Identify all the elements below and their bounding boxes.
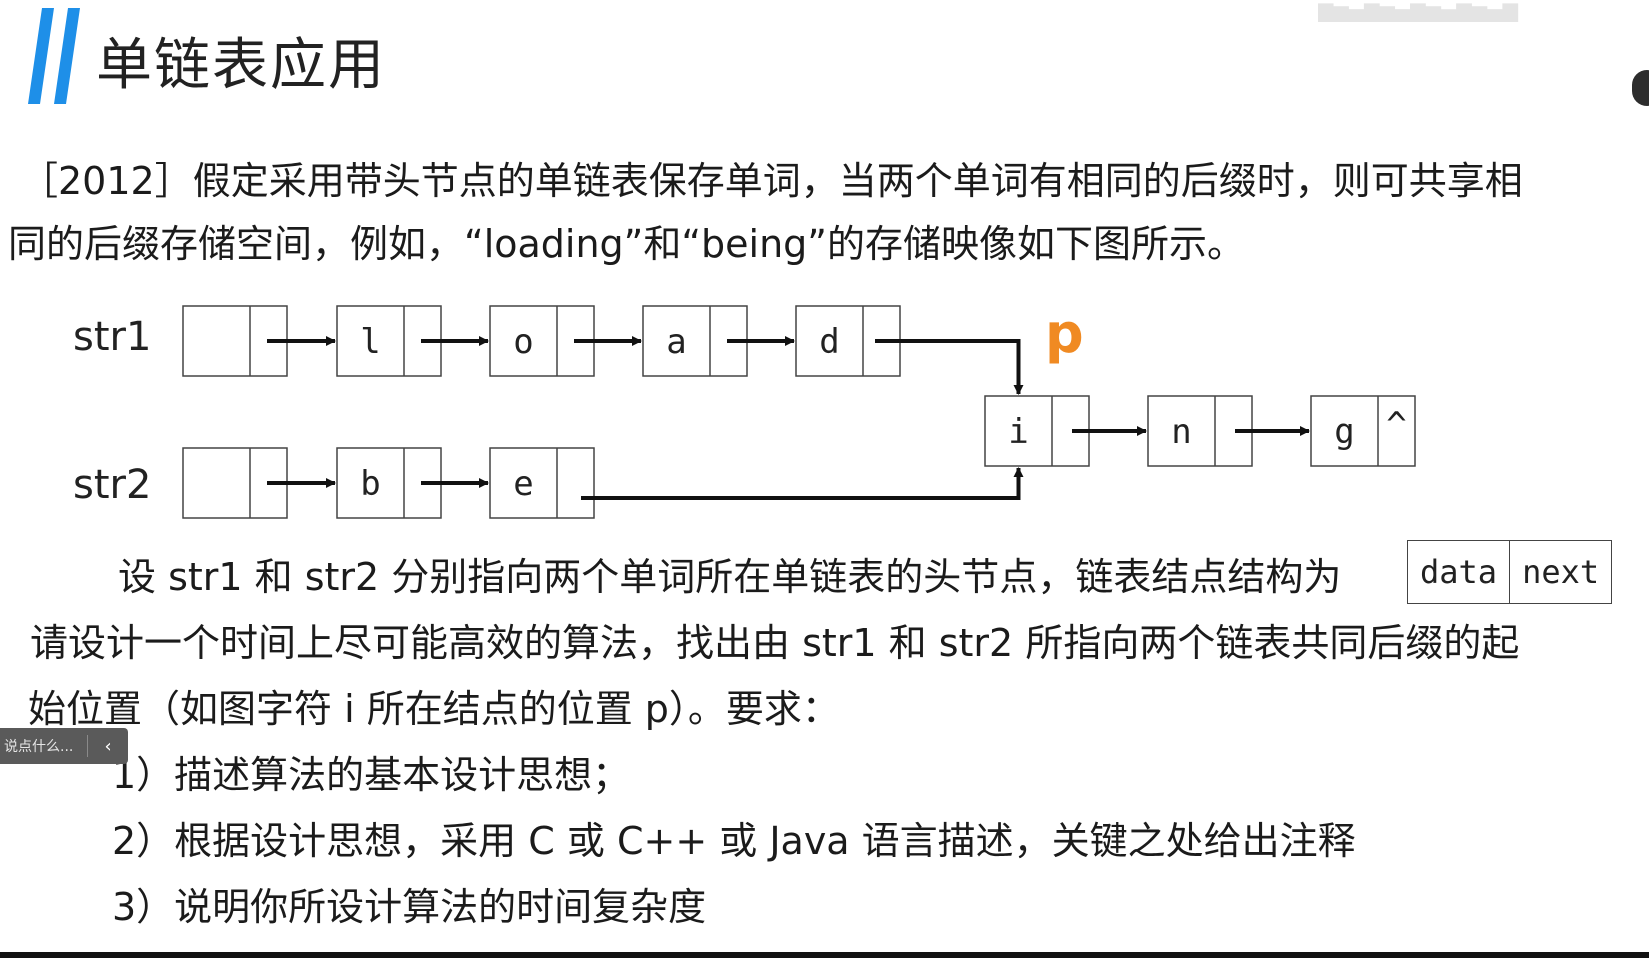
- bottom-bar: [0, 952, 1649, 958]
- body-line-2: 请设计一个时间上尽可能高效的算法，找出由 str1 和 str2 所指向两个链表…: [30, 621, 1520, 665]
- str2-node-e-data: e: [513, 464, 533, 504]
- str2-node-e: e: [489, 447, 595, 519]
- struct-data-field: data: [1420, 553, 1498, 591]
- shared-node-g: g^: [1310, 395, 1416, 467]
- shared-node-i-data: i: [1008, 412, 1028, 452]
- requirement-2: 2）根据设计思想，采用 C 或 C++ 或 Java 语言描述，关键之处给出注释: [112, 819, 1356, 863]
- comment-input[interactable]: 说点什么...: [4, 739, 74, 755]
- pointer-p-label: p: [1045, 302, 1084, 365]
- comment-bar[interactable]: 说点什么... ‹: [0, 728, 128, 764]
- node-structure-box: data next: [1407, 540, 1613, 604]
- str2-label: str2: [73, 462, 151, 508]
- str1-node-a-data: a: [666, 322, 686, 362]
- null-marker: ^: [1386, 405, 1406, 445]
- chevron-left-icon[interactable]: ‹: [104, 735, 112, 757]
- requirement-3: 3）说明你所设计算法的时间复杂度: [112, 885, 707, 929]
- comment-divider: [87, 735, 89, 757]
- arrow-d-to-i: [875, 339, 1024, 395]
- body-line-1: 设 str1 和 str2 分别指向两个单词所在单链表的头节点，链表结点结构为: [118, 555, 1342, 599]
- watermark: ▇▆▅▇▆▅▇▆▅▇▆▅▇: [1318, 0, 1518, 22]
- shared-node-g-data: g: [1334, 412, 1354, 452]
- body-line-3: 始位置（如图字符 i 所在结点的位置 p）。要求：: [28, 687, 840, 731]
- str1-node-d-data: d: [819, 322, 839, 362]
- str2-node-b-data: b: [360, 464, 380, 504]
- shared-node-n-data: n: [1171, 412, 1191, 452]
- slide-title: 单链表应用: [96, 33, 386, 98]
- problem-line-2: 同的后缀存储空间，例如，“loading”和“being”的存储映像如下图所示。: [8, 222, 1245, 266]
- str1-node-l-data: l: [360, 322, 380, 362]
- shared-node-n: n: [1147, 395, 1253, 467]
- struct-next-field: next: [1509, 541, 1611, 603]
- problem-line-1: ［2012］假定采用带头节点的单链表保存单词，当两个单词有相同的后缀时，则可共享…: [20, 159, 1523, 203]
- side-panel-toggle[interactable]: [1632, 70, 1649, 106]
- requirement-1: 1）描述算法的基本设计思想；: [112, 753, 631, 797]
- str1-node-o-data: o: [513, 322, 533, 362]
- arrow-e-to-i: [581, 467, 1024, 500]
- str1-label: str1: [73, 314, 151, 360]
- title-accent-icon: [28, 8, 80, 104]
- shared-node-i: i: [984, 395, 1090, 467]
